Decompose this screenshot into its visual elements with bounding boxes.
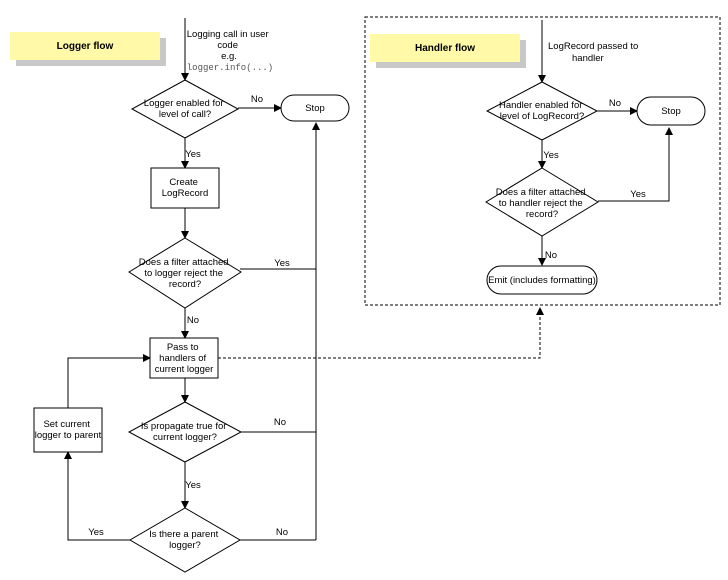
edge-label-enabled-no: No (251, 94, 263, 105)
create-logrecord-box: Create LogRecord (150, 167, 220, 209)
edge-label-filter-yes: Yes (274, 258, 290, 269)
svg-text:Does a filter attached t: Does a filter attached to handler reject… (496, 187, 588, 220)
handler-enabled-decision: Handler enabled for level of LogRecord? (485, 81, 599, 141)
logger-filter-decision: Does a filter attached to logger reject … (128, 237, 242, 309)
handler-flow-title: Handler flow (370, 34, 526, 68)
handler-flow-container (364, 16, 721, 306)
svg-text:Stop: Stop (305, 103, 325, 114)
edge-label-handler-enabled-yes: Yes (543, 150, 559, 161)
edge-label-filter-no: No (187, 315, 199, 326)
parent-decision: Is there a parent logger? (129, 507, 241, 573)
handler-flow-title-text: Handler flow (415, 43, 475, 54)
svg-text:Create LogRecord: Create LogRecord (162, 177, 208, 199)
propagate-decision: Is propagate true for current logger? (127, 401, 243, 463)
svg-text:Set current logger to pa: Set current logger to parent (35, 419, 102, 441)
edge-label-parent-no: No (276, 527, 288, 538)
handler-flow-edges (538, 20, 673, 266)
svg-text:Logger enabled for level: Logger enabled for level of call? (144, 98, 226, 120)
logger-flow-title: Logger flow (10, 32, 166, 66)
logger-flow-edges (64, 18, 544, 541)
handler-filter-decision: Does a filter attached to handler reject… (485, 167, 599, 237)
edge-label-handler-filter-no: No (545, 250, 557, 261)
svg-text:Handler enabled for leve: Handler enabled for level of LogRecord? (499, 100, 585, 122)
svg-text:Is there a parent logger: Is there a parent logger? (149, 529, 221, 551)
svg-text:Stop: Stop (661, 106, 681, 117)
edge-label-propagate-no: No (274, 417, 286, 428)
logger-flow-title-text: Logger flow (57, 41, 114, 52)
edge-label-handler-filter-yes: Yes (630, 189, 646, 200)
handler-start-text: LogRecord passed to handler (548, 41, 641, 64)
emit-terminal: Emit (includes formatting) (486, 265, 598, 295)
set-parent-box: Set current logger to parent (33, 407, 103, 453)
logger-start-text: Logging call in user code e.g. (187, 29, 272, 62)
edge-label-enabled-yes: Yes (185, 149, 201, 160)
logger-enabled-decision: Logger enabled for level of call? (130, 79, 240, 139)
svg-text:Emit (includes formatting): Emit (includes formatting) (488, 275, 596, 286)
logger-stop-terminal: Stop (280, 94, 350, 122)
pass-to-handlers-box: Pass to handlers of current logger (149, 337, 219, 379)
edge-label-handler-enabled-no: No (609, 98, 621, 109)
svg-text:Does a filter attached t: Does a filter attached to logger reject … (139, 257, 231, 290)
logger-start-code: logger.info(...) (187, 63, 273, 73)
handler-stop-terminal: Stop (636, 96, 706, 126)
edge-label-parent-yes: Yes (88, 527, 104, 538)
svg-text:Is propagate true for cu: Is propagate true for current logger? (141, 421, 229, 443)
svg-text:Pass to handlers of: Pass to handlers of current logger (155, 342, 214, 375)
edge-label-propagate-yes: Yes (185, 480, 201, 491)
